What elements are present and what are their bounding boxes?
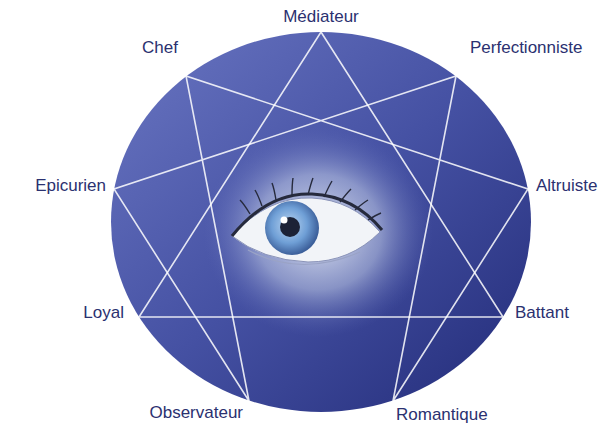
type-label: Médiateur (283, 7, 359, 27)
type-label: Epicurien (35, 176, 106, 196)
enneagram-disc (111, 32, 531, 412)
type-label: Observateur (149, 403, 243, 423)
enneagram-lines (114, 32, 528, 401)
type-label: Romantique (396, 405, 488, 425)
type-label: Chef (142, 38, 178, 58)
type-label: Loyal (83, 303, 124, 323)
type-label: Altruiste (536, 176, 597, 196)
eye-picture (232, 178, 382, 265)
type-label: Battant (515, 303, 569, 323)
type-label: Perfectionniste (470, 38, 582, 58)
eye-glow (203, 127, 433, 337)
